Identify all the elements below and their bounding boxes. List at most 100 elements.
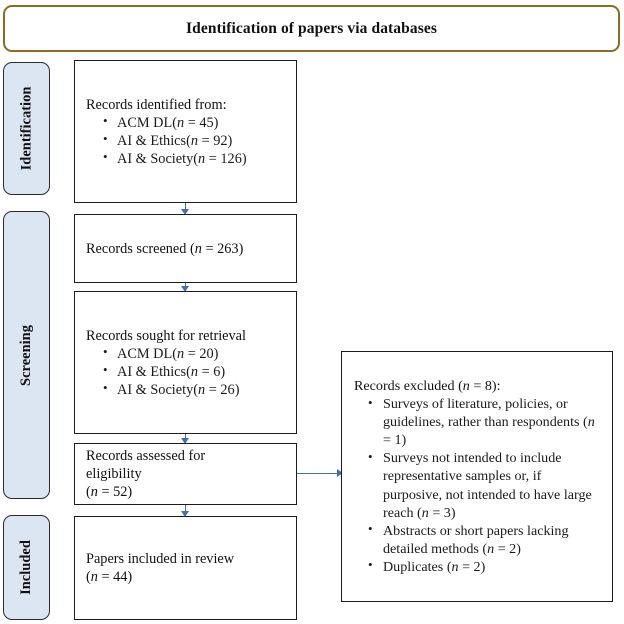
n-value: = 44) — [97, 569, 133, 585]
text-after: = 8): — [469, 378, 501, 395]
box-records-identified-heading: Records identified from: — [86, 96, 227, 113]
box-papers-included: Papers included in review (n = 44) — [74, 516, 297, 620]
diagram-header-banner: Identification of papers via databases — [3, 5, 620, 52]
equals: = — [184, 345, 200, 362]
source-name: ACM DL — [117, 114, 173, 131]
exclusion-reason: Surveys of literature, policies, or guid… — [383, 396, 580, 431]
n-symbol: n — [451, 558, 459, 575]
arrow-shaft — [297, 473, 342, 475]
list-item: AI & Ethics(n = 92) — [103, 131, 287, 150]
box-records-screened: Records screened (n = 263) — [74, 214, 297, 283]
box-records-screened-text: Records screened (n = 263) — [86, 240, 287, 258]
included-line-1: Papers included in review — [86, 551, 235, 567]
list-item: AI & Society(n = 26) — [103, 380, 287, 399]
arrow-eligibility-to-included — [179, 505, 192, 517]
n-symbol: n — [176, 345, 185, 362]
n-value: 126 — [220, 150, 242, 167]
list-item: Duplicates (n = 2) — [368, 557, 602, 576]
paren-close: ) — [241, 150, 247, 167]
arrow-head-icon — [181, 438, 190, 444]
n-symbol: n — [194, 240, 202, 257]
list-item: ACM DL(n = 20) — [103, 344, 287, 363]
exclusion-reason: Duplicates — [383, 558, 444, 575]
source-name: AI & Ethics — [117, 363, 187, 380]
arrow-shaft — [185, 203, 187, 214]
n-symbol: n — [198, 381, 206, 398]
list-item: Abstracts or short papers lacking detail… — [368, 521, 602, 558]
phase-label-identification: Identification — [3, 62, 50, 195]
exclusion-reason: Abstracts or short papers lacking detail… — [383, 522, 569, 557]
paren-open: ( — [186, 363, 191, 380]
eligibility-line-2: eligibility — [86, 466, 142, 482]
equals: = — [184, 114, 200, 131]
n-value: = 52) — [97, 484, 133, 500]
box-records-excluded: Records excluded (n = 8): Surveys of lit… — [341, 351, 613, 602]
phase-label-included-text: Included — [18, 540, 34, 595]
paren-close: ) — [227, 132, 233, 149]
equals: = — [205, 381, 221, 398]
box-records-identified: Records identified from: ACM DL(n = 45) … — [74, 60, 297, 203]
phase-label-screening-text: Screening — [18, 324, 35, 386]
paren-open: ( — [193, 381, 199, 398]
list-item: AI & Society(n = 126) — [103, 149, 287, 168]
text-before: Records excluded ( — [354, 378, 463, 395]
source-name: ACM DL — [117, 345, 173, 362]
paren-open: ( — [446, 558, 452, 575]
box-records-sought-for-retrieval: Records sought for retrieval ACM DL(n = … — [74, 291, 297, 434]
box-records-excluded-list: Surveys of literature, policies, or guid… — [354, 395, 602, 575]
phase-label-screening: Screening — [3, 211, 50, 499]
arrow-identified-to-screened — [179, 203, 192, 215]
paren-open: ( — [482, 540, 488, 557]
equals: = — [198, 363, 214, 380]
n-value: = 2) — [494, 540, 521, 557]
paren-open: ( — [172, 114, 177, 131]
page-title: Identification of papers via databases — [186, 19, 437, 37]
paren-close: ) — [220, 363, 226, 380]
n-value: 6 — [213, 363, 221, 380]
n-value: = 1) — [383, 432, 407, 449]
n-symbol: n — [176, 114, 185, 131]
included-line-2: (n = 44) — [86, 568, 287, 586]
paren-open: ( — [86, 569, 91, 585]
box-records-sought-list: ACM DL(n = 20) AI & Ethics(n = 6) AI & S… — [86, 344, 287, 399]
n-value: 92 — [213, 132, 228, 149]
phase-label-identification-text: Identification — [18, 86, 34, 171]
paren-open: ( — [186, 132, 191, 149]
text-before: Records screened ( — [86, 240, 195, 257]
n-value: 26 — [220, 381, 235, 398]
paren-open: ( — [417, 504, 422, 521]
source-name: AI & Ethics — [117, 132, 187, 149]
paren-close: ) — [213, 114, 219, 131]
n-symbol: n — [587, 414, 595, 431]
arrow-screened-to-sought — [179, 283, 192, 292]
list-item: ACM DL(n = 45) — [103, 113, 287, 132]
text-after: = 263) — [201, 240, 244, 257]
list-item: Surveys not intended to include represen… — [368, 449, 602, 521]
box-records-assessed-eligibility: Records assessed for eligibility (n = 52… — [74, 443, 297, 505]
box-records-excluded-heading: Records excluded (n = 8): — [354, 377, 602, 395]
n-symbol: n — [198, 150, 206, 167]
arrow-head-icon — [181, 511, 190, 517]
paren-open: ( — [193, 150, 199, 167]
n-symbol: n — [190, 363, 199, 380]
eligibility-line-3: (n = 52) — [86, 483, 287, 501]
paren-open: ( — [86, 484, 91, 500]
phase-label-included: Included — [3, 515, 50, 620]
n-value: 20 — [199, 345, 214, 362]
arrow-shaft — [185, 505, 187, 516]
n-symbol: n — [487, 540, 495, 557]
arrow-head-icon — [337, 469, 343, 478]
list-item: Surveys of literature, policies, or guid… — [368, 395, 602, 449]
equals: = — [198, 132, 214, 149]
paren-close: ) — [213, 345, 219, 362]
paren-close: ) — [234, 381, 240, 398]
arrow-head-icon — [181, 286, 190, 292]
arrow-sought-to-eligibility — [179, 434, 192, 444]
arrow-head-icon — [181, 209, 190, 215]
n-symbol: n — [90, 484, 98, 500]
list-item: AI & Ethics(n = 6) — [103, 362, 287, 381]
source-name: AI & Society — [117, 150, 194, 167]
n-symbol: n — [421, 504, 429, 521]
exclusion-reason: Surveys not intended to include represen… — [383, 450, 592, 521]
